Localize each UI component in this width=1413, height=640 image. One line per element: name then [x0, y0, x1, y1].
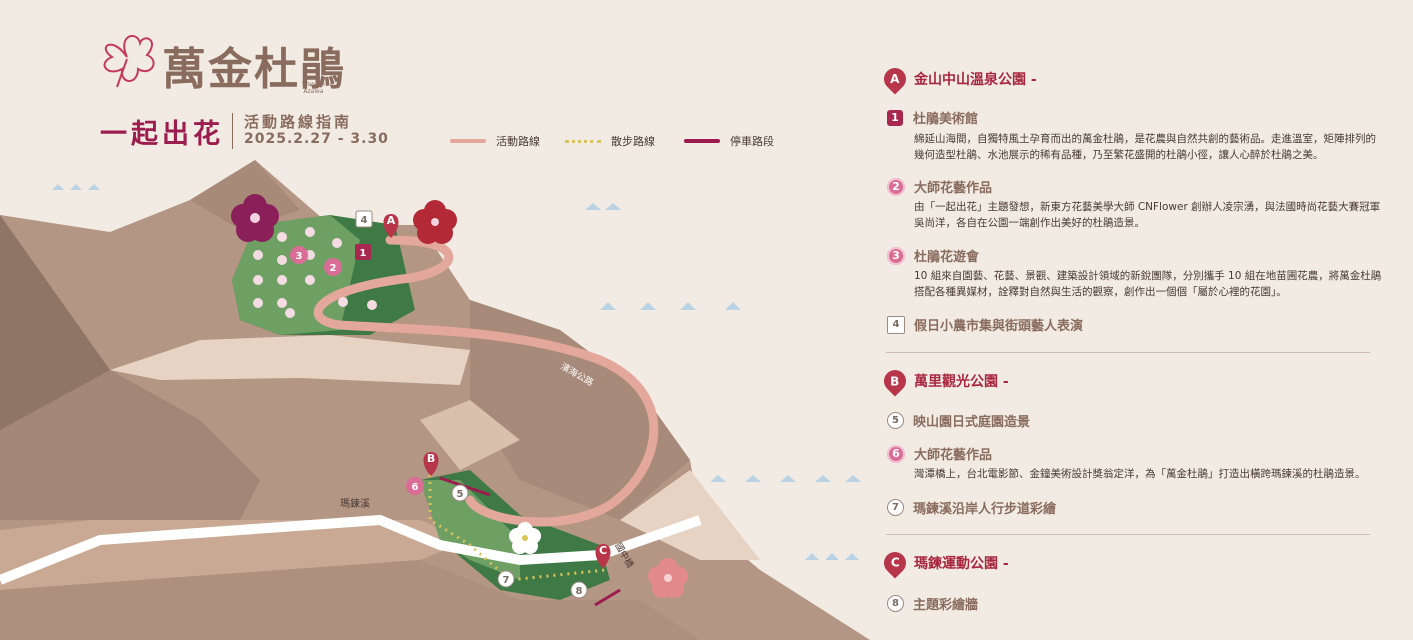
divider [886, 534, 1370, 535]
title-divider [232, 113, 233, 149]
walking-route [428, 475, 606, 582]
logo-subtext: Wan-Jin Azalea [302, 81, 325, 95]
sea-waves [52, 184, 861, 560]
pin-b-icon: B [879, 365, 911, 397]
flower-icon-red [413, 200, 457, 244]
circle-marker-icon: 7 [887, 499, 904, 516]
marker-4[interactable]: 4 [355, 210, 373, 228]
route-info-panel: A 金山中山溫泉公園 - 1 杜鵑美術館 綿延山海間，自獨特風土孕育而出的萬金杜… [879, 0, 1384, 640]
activity-route [313, 235, 659, 527]
list-item: 2 大師花藝作品 [887, 177, 992, 196]
svg-text:7: 7 [503, 575, 510, 586]
pin-a[interactable]: A [383, 214, 399, 238]
museum-marker-icon: 1 [887, 109, 903, 126]
list-item: 7 瑪鍊溪沿岸人行步道彩繪 [887, 498, 1056, 517]
svg-text:8: 8 [576, 586, 583, 597]
parking-section-c [594, 588, 621, 607]
marker-7[interactable]: 7 [497, 570, 515, 588]
item-description: 10 組來自園藝、花藝、景觀、建築設計領域的新銳團隊，分別攜手 10 組在地苗圃… [914, 270, 1382, 298]
list-item: 5 映山園日式庭園造景 [887, 411, 1030, 430]
marker-1[interactable]: 1 [355, 244, 371, 260]
marker-8[interactable]: 8 [570, 581, 588, 599]
marker-5[interactable]: 5 [451, 484, 469, 502]
legend-swatch-activity [450, 139, 486, 143]
park-b-heading: B 萬里觀光公園 - [879, 365, 1009, 397]
legend-swatch-parking [684, 139, 720, 143]
svg-text:6: 6 [412, 482, 419, 493]
svg-text:2: 2 [330, 263, 337, 274]
list-item: 3 杜鵑花遊會 [887, 246, 979, 265]
svg-text:C: C [599, 544, 607, 557]
svg-text:3: 3 [296, 251, 303, 262]
legend-activity-route: 活動路線 [450, 132, 540, 150]
event-date: 2025.2.27 - 3.30 [244, 131, 389, 147]
logo-text: 萬金杜鵑 [162, 44, 346, 95]
flower-icon-pink [648, 558, 688, 598]
azalea-logo-icon [103, 34, 155, 88]
marker-2[interactable]: 2 [324, 258, 342, 276]
flower-icon-purple [231, 194, 279, 242]
flower-icon-white [509, 522, 541, 554]
svg-text:5: 5 [457, 489, 464, 500]
house-marker-icon: 4 [887, 315, 905, 334]
list-item: 6 大師花藝作品 [887, 444, 992, 463]
flower-marker-icon: 2 [887, 177, 905, 196]
lowland-right [470, 300, 690, 520]
list-item: 1 杜鵑美術館 [887, 108, 978, 127]
marker-6[interactable]: 6 [406, 477, 424, 495]
legend-parking: 停車路段 [684, 132, 774, 150]
logo: 萬金杜鵑 Wan-Jin Azalea [92, 25, 382, 100]
item-description: 綿延山海間，自獨特風土孕育而出的萬金杜鵑，是花農與自然共創的藝術品。走進溫室，矩… [914, 133, 1376, 161]
page-subtitle: 活動路線指南 [244, 113, 353, 131]
route-map: 濱海公路 瑪鍊溪 國中橋 A B C [0, 160, 870, 640]
mountain-front [0, 370, 260, 520]
pin-a-icon: A [879, 63, 911, 95]
item-description: 由「一起出花」主題發想，新東方花藝美學大師 CNFlower 創辦人凌宗湧，與法… [914, 201, 1381, 229]
road-label-river: 瑪鍊溪 [340, 497, 370, 510]
pin-c-icon: C [879, 547, 911, 579]
circle-marker-icon: 5 [887, 412, 904, 429]
small-flowers [253, 227, 377, 318]
light-patch-1 [110, 335, 470, 385]
divider [886, 352, 1370, 353]
park-c-heading: C 瑪鍊運動公園 - [879, 547, 1009, 579]
item-description: 灣潭橋上，台北電影節、金鐘美術設計獎翁定洋，為「萬金杜鵑」打造出橫跨瑪鍊溪的杜鵑… [914, 468, 1366, 480]
light-patch-2 [420, 400, 520, 470]
mountain-left-dark [0, 215, 110, 430]
bottom-terrain [0, 560, 700, 640]
legend-swatch-walking [565, 139, 601, 143]
legend-walking-route: 散步路線 [565, 132, 655, 150]
pin-c[interactable]: C [595, 544, 611, 568]
circle-marker-icon: 8 [887, 595, 904, 612]
svg-text:A: A [387, 214, 396, 227]
list-item: 8 主題彩繪牆 [887, 594, 978, 613]
svg-text:4: 4 [361, 215, 368, 226]
marker-3[interactable]: 3 [290, 246, 308, 264]
flower-marker-icon: 3 [887, 246, 905, 265]
flower-marker-icon: 6 [887, 444, 905, 463]
page-title: 一起出花 [100, 119, 224, 150]
list-item: 4 假日小農市集與街頭藝人表演 [887, 315, 1083, 334]
svg-text:1: 1 [360, 248, 367, 259]
svg-text:B: B [427, 452, 435, 465]
pin-b[interactable]: B [423, 452, 439, 476]
park-a-heading: A 金山中山溫泉公園 - [879, 63, 1037, 95]
